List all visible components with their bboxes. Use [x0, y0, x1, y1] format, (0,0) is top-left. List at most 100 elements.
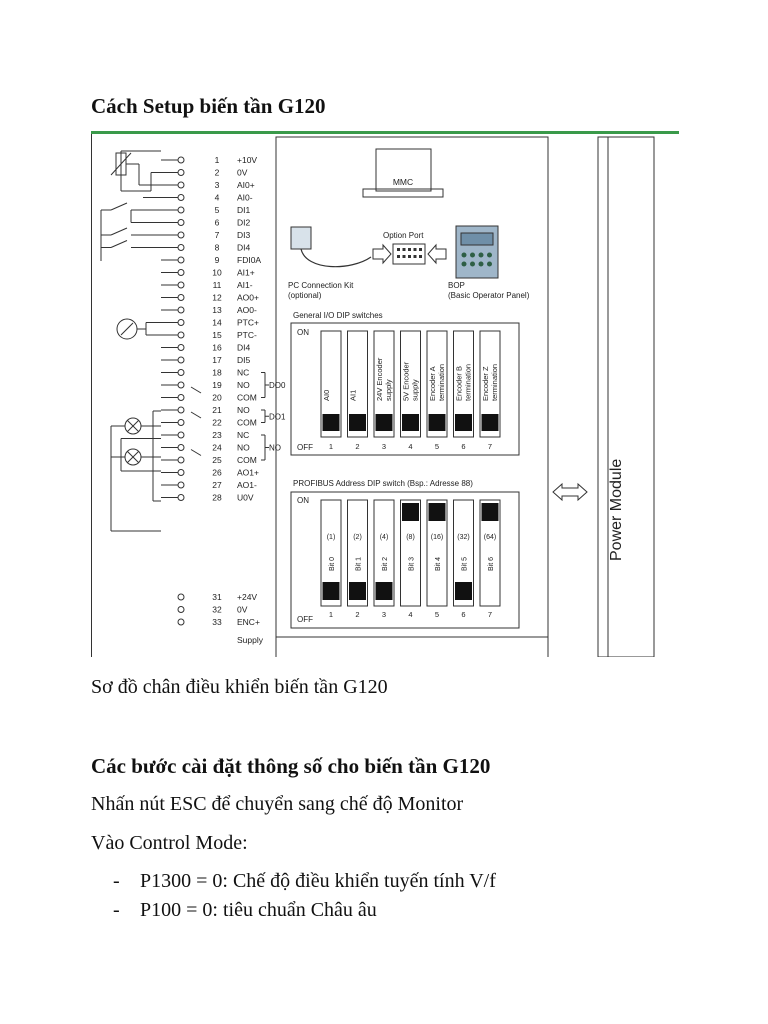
terminal-dot: [177, 431, 185, 439]
arrow-left-icon: [427, 243, 447, 265]
list-item: -P100 = 0: tiêu chuẩn Châu âu: [91, 899, 496, 928]
terminal-dot: [177, 206, 185, 214]
io-dip-label: Encoder A: [428, 366, 437, 401]
io-dip-lever: [402, 414, 419, 431]
profibus-dip-switch: [400, 499, 421, 607]
terminal-label: +24V: [237, 592, 257, 602]
terminal-number: 28: [212, 493, 222, 503]
list-item-text: P100 = 0: tiêu chuẩn Châu âu: [140, 899, 377, 921]
profibus-number: 7: [488, 610, 492, 619]
figure-caption: Sơ đồ chân điều khiển biến tần G120: [91, 676, 388, 698]
io-dip-number: 4: [408, 442, 412, 451]
terminal-dot: [177, 231, 185, 239]
terminal-dot: [177, 194, 185, 201]
terminal-label: DI3: [237, 230, 251, 240]
profibus-value: (2): [353, 534, 362, 541]
io-dip-lever: [455, 414, 472, 431]
terminal-dot: [177, 281, 185, 289]
bop-key: [478, 252, 484, 258]
terminal-label: AO0+: [237, 293, 259, 303]
profibus-dip-switch: [373, 499, 395, 607]
terminal-label: FDI0A: [237, 255, 261, 265]
terminal-label: AI0+: [237, 180, 255, 190]
terminal-dot: [177, 306, 185, 314]
terminal-label: PTC-: [237, 330, 257, 340]
terminal-label: NO: [237, 380, 250, 390]
profibus-dip-lever: [481, 503, 499, 521]
profibus-value: (32): [457, 534, 469, 541]
list-marker: -: [113, 870, 120, 892]
pc-kit-device: [290, 226, 312, 250]
terminal-number: 13: [212, 305, 222, 315]
profibus-value: (64): [484, 534, 496, 541]
terminal-number: 9: [215, 255, 220, 265]
mmc-label: MMC: [393, 177, 413, 187]
io-dip-switch: [426, 330, 448, 438]
io-dip-label: Encoder B: [455, 366, 464, 401]
terminal-number: 11: [213, 280, 222, 290]
terminal-dot: [177, 494, 185, 501]
terminal-number: 8: [215, 243, 220, 253]
terminal-dot: [177, 331, 185, 339]
terminal-label: DI4: [237, 243, 251, 253]
terminal-label: AI1+: [237, 268, 255, 278]
option-port-pin: [408, 255, 411, 258]
profibus-bit-label: Bit 3: [409, 557, 416, 571]
terminal-label: DI5: [237, 355, 251, 365]
lamp-cross: [127, 451, 139, 463]
io-dip-switch: [400, 330, 421, 438]
io-dip-switch: [479, 330, 501, 438]
terminal-dot: [177, 256, 185, 264]
io-dip-lever: [428, 414, 446, 431]
terminal-number: 20: [212, 393, 222, 403]
io-dip-number: 3: [382, 442, 386, 451]
io-dip-label: termination: [437, 364, 446, 401]
io-dip-number: 2: [355, 442, 359, 451]
io-dip-label: 5V Encoder: [402, 361, 411, 401]
terminal-dot: [177, 618, 185, 626]
profibus-dip-lever: [455, 582, 472, 600]
green-header-bar: [91, 131, 679, 134]
bop-label: BOP: [448, 281, 465, 290]
lamp-cross: [127, 420, 139, 432]
io-dip-lever: [349, 414, 366, 431]
terminal-number: 7: [215, 230, 220, 240]
option-port-pin: [408, 248, 411, 251]
terminal-dot: [177, 344, 185, 351]
switch-contact: [110, 227, 128, 236]
profibus-dip-block: [290, 491, 520, 629]
switch-contact: [110, 240, 128, 248]
profibus-title: PROFIBUS Address DIP switch (Bsp.: Adres…: [293, 479, 473, 488]
terminal-label: PTC+: [237, 318, 259, 328]
terminal-dot: [177, 606, 185, 613]
pc-kit-label: PC Connection Kit: [288, 281, 354, 290]
terminal-number: 33: [212, 617, 222, 627]
terminal-number: 24: [212, 443, 222, 453]
profibus-dip-switch: [479, 499, 501, 607]
supply-label: Supply: [237, 635, 264, 645]
profibus-bit-label: Bit 4: [435, 557, 442, 571]
terminal-label: NO: [237, 443, 250, 453]
relay-label: DO1: [269, 412, 286, 421]
terminal-dot: [177, 356, 185, 364]
bop-key: [461, 261, 467, 267]
bop-key: [470, 252, 475, 258]
terminal-label: AO1+: [237, 468, 259, 478]
io-dip-number: 1: [329, 442, 333, 451]
io-dip-switch: [347, 330, 368, 438]
terminal-number: 10: [212, 268, 222, 278]
terminal-label: NC: [237, 430, 249, 440]
io-dip-lever: [375, 414, 393, 431]
profibus-dip-lever: [428, 503, 446, 521]
paragraph-control-mode: Vào Control Mode:: [91, 832, 248, 854]
terminal-dot: [177, 593, 185, 601]
terminal-dot: [177, 381, 185, 389]
option-port-pin: [397, 248, 400, 251]
profibus-dip-lever: [349, 582, 366, 600]
terminal-number: 6: [215, 218, 220, 228]
mmc-slot: [375, 148, 432, 192]
option-port-pin: [397, 255, 400, 258]
io-dip-number: 7: [488, 442, 492, 451]
profibus-bit-label: Bit 1: [356, 557, 363, 571]
